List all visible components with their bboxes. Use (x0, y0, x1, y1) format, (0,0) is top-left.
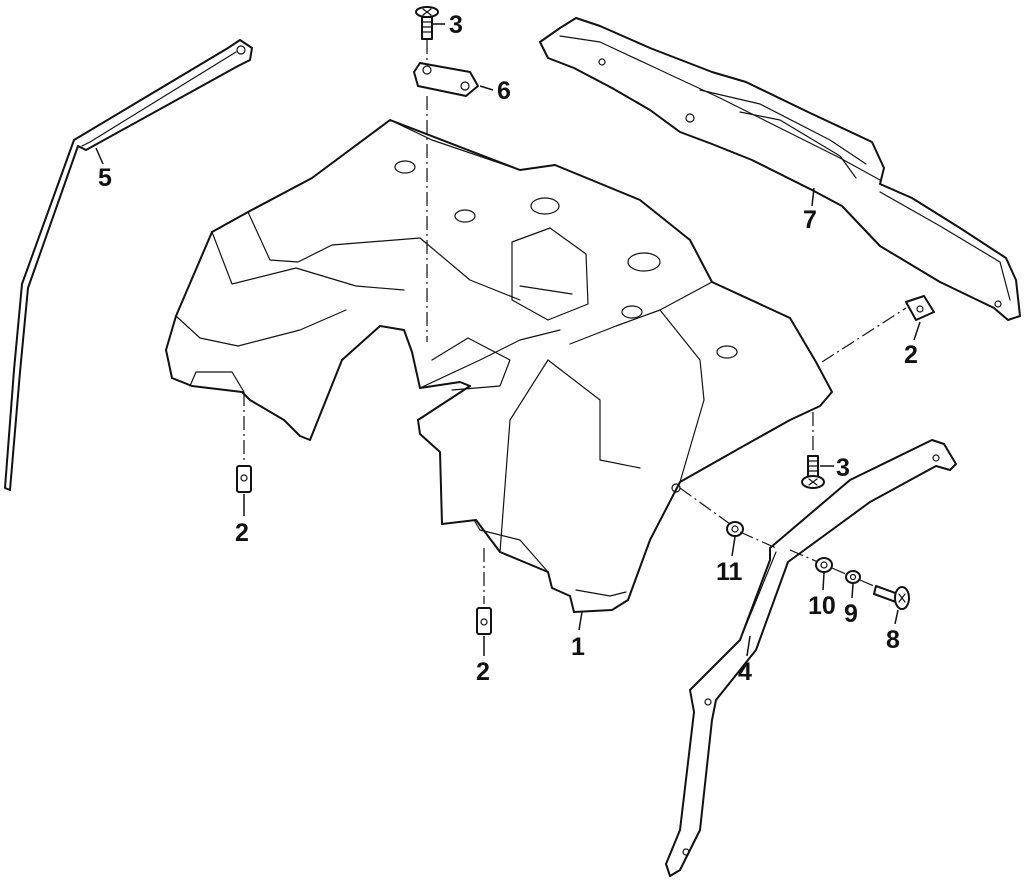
right-trim-strip (665, 439, 957, 877)
rear-fender-body (165, 119, 833, 613)
clip-nut-left (236, 465, 252, 493)
washer-large (815, 557, 833, 573)
washer-small (845, 570, 861, 584)
clip-nut-right (905, 295, 935, 321)
callout-3-right: 3 (836, 454, 850, 482)
callout-5: 5 (98, 164, 112, 192)
screw-right (801, 455, 825, 489)
callout-10: 10 (808, 592, 836, 620)
screw-top (415, 6, 439, 40)
clip-nut-bottom (476, 607, 492, 635)
callout-labels: 3 6 5 7 2 3 2 11 10 9 1 8 4 2 (98, 11, 918, 686)
callout-3-top: 3 (449, 11, 463, 39)
grommet (726, 521, 744, 537)
callout-2-bottom: 2 (476, 658, 490, 686)
bolt (873, 585, 910, 610)
callout-1: 1 (571, 633, 585, 661)
mounting-plate (413, 62, 479, 97)
callout-6: 6 (497, 77, 511, 105)
callout-2-left: 2 (235, 519, 249, 547)
left-trim-strip (4, 39, 253, 491)
leader-lines (95, 23, 921, 657)
callout-9: 9 (844, 600, 858, 628)
callout-7: 7 (803, 206, 817, 234)
callout-11: 11 (716, 558, 743, 586)
callout-4: 4 (738, 658, 752, 686)
callout-8: 8 (886, 626, 900, 654)
callout-2-right: 2 (904, 341, 918, 369)
assembly-lines (243, 40, 907, 604)
rear-rack-bar (539, 17, 1021, 321)
